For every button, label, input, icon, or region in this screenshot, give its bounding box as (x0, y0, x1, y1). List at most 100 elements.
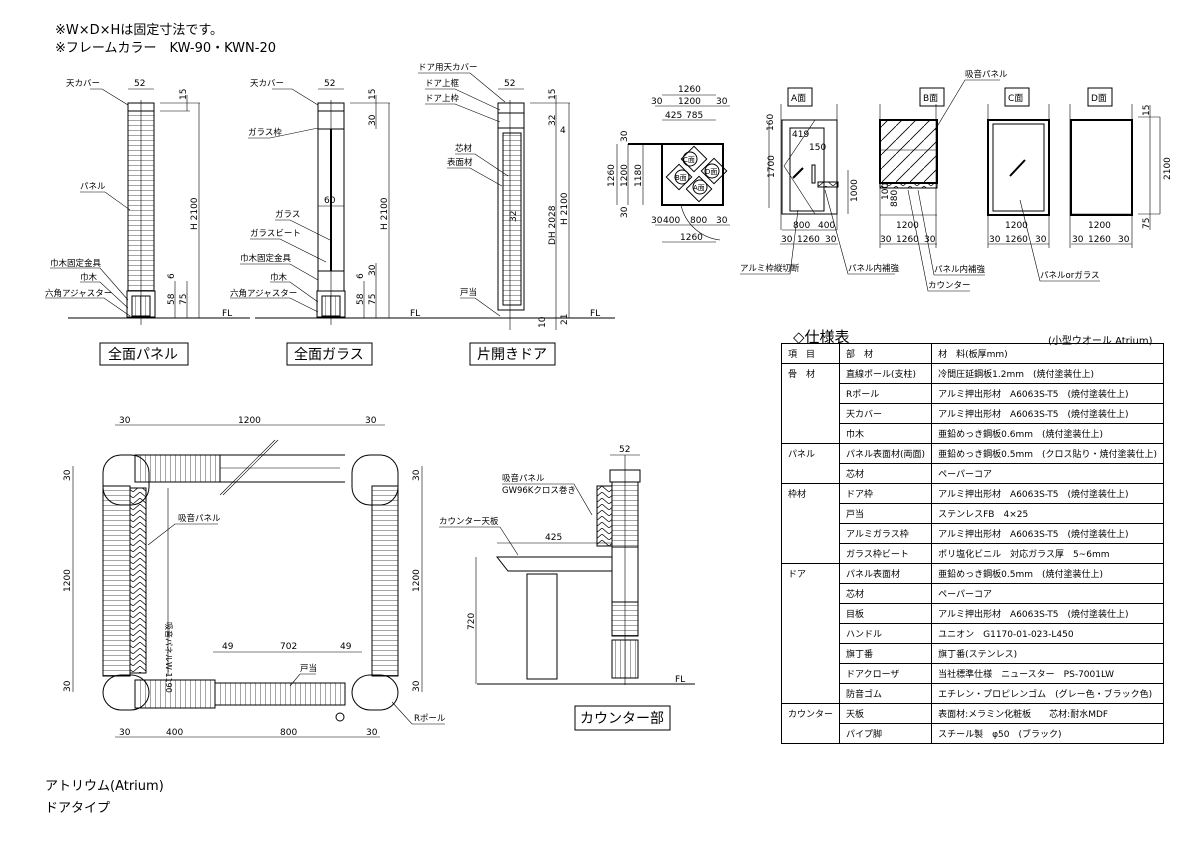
dim-880: 880 (890, 190, 900, 207)
spec-cell-part: 旗丁番 (839, 643, 933, 664)
dim-left-1200: 1200 (63, 569, 73, 592)
spec-cell-material: アルミ押出形材 A6063S-T5 (焼付塗装仕上) (931, 603, 1164, 624)
spec-row: 芯材ペーパーコア (780, 583, 1164, 604)
spec-cell-category (780, 723, 841, 744)
fl-label: FL (590, 309, 600, 319)
dim-1000: 1000 (850, 179, 860, 202)
dim-720: 720 (467, 613, 477, 630)
spec-cell-material: アルミ押出形材 A6063S-T5 (焼付塗装仕上) (931, 383, 1164, 404)
dim-58: 58 (356, 293, 366, 305)
dim-depth-30-top: 30 (620, 130, 630, 142)
spec-cell-category: ドア (780, 563, 841, 584)
dim-total-width: 1260 (678, 85, 701, 95)
spec-cell-part: ハンドル (839, 623, 933, 644)
dim-top-30-left: 30 (119, 416, 131, 426)
spec-cell-part: 目板 (839, 603, 933, 624)
dim-58: 58 (167, 293, 177, 305)
spec-cell-category (780, 463, 841, 484)
label-door-stop: 戸当 (460, 287, 477, 298)
label-baseboard: 巾木 (80, 272, 98, 283)
spec-cell-material: 亜鉛めっき鋼板0.6mm (焼付塗装仕上) (931, 423, 1164, 444)
section-title-hinged-door: 片開きドア (477, 347, 547, 363)
dim-30-right: 30 (1035, 235, 1047, 245)
spec-cell-material: 冷間圧延鋼板1.2mm (焼付塗装仕上) (931, 363, 1164, 384)
dim-30-top: 30 (368, 114, 378, 126)
spec-cell-material: 亜鉛めっき鋼板0.5mm (クロス貼り・焼付塗装仕上) (931, 443, 1164, 464)
spec-cell-category (780, 383, 841, 404)
spec-row: パイプ脚スチール製 φ50 (ブラック) (780, 723, 1164, 744)
spec-cell-category (780, 663, 841, 684)
spec-cell-material: ポリ塩化ビニル 対応ガラス厚 5~6mm (931, 543, 1164, 564)
dim-1260: 1260 (1088, 235, 1111, 245)
label-panel: パネル (80, 182, 106, 192)
label-top-cover: 天カバー (66, 79, 100, 89)
spec-cell-category: 骨 材 (780, 363, 841, 384)
label-glass-frame: ガラス枠 (248, 127, 282, 138)
spec-cell-material: 亜鉛めっき鋼板0.5mm (焼付塗装仕上) (931, 563, 1164, 584)
spec-cell-part: パイプ脚 (839, 723, 933, 744)
callout-panel-or-glass: パネルorガラス (1040, 270, 1100, 281)
spec-cell-category (780, 643, 841, 664)
dim-1200: 1200 (896, 221, 919, 231)
dim-depth-1260: 1260 (607, 164, 617, 187)
dim-30-right: 30 (924, 235, 936, 245)
spec-cell-category (780, 583, 841, 604)
dim-bottom-30-right: 30 (716, 216, 728, 226)
section-full-glass: 52 60 15 30 H 2100 6 30 58 75 FL 天カバー ガラ… (230, 79, 435, 366)
spec-cell-part: パネル表面材 (839, 563, 933, 584)
dim-15: 15 (368, 89, 378, 100)
spec-cell-category (780, 503, 841, 524)
dim-1260: 1260 (1005, 235, 1028, 245)
fl-label: FL (675, 675, 685, 685)
dim-800: 800 (793, 221, 810, 231)
dim-30-left: 30 (781, 235, 793, 245)
spec-cell-category (780, 623, 841, 644)
dim-depth-30-bottom: 30 (620, 206, 630, 218)
spec-cell-category (780, 603, 841, 624)
dim-left-30-bottom: 30 (63, 680, 73, 692)
counter-section: 52 425 720 FL 吸音パネル GW96Kクロス巻き カウンター天板 カ… (439, 445, 695, 731)
spec-row: 骨 材直線ポール(支柱)冷間圧延鋼板1.2mm (焼付塗装仕上) (780, 363, 1164, 384)
spec-header-row: 項 目 部 材 材 料(板厚mm) (780, 343, 1164, 364)
dim-right-30-bottom: 30 (412, 680, 422, 692)
dim-height: H 2100 (190, 197, 200, 230)
dim-15: 15 (548, 89, 558, 100)
callout-alu-frame-section: アルミ枠縦切断 (740, 263, 800, 274)
dim-bottom-1260: 1260 (680, 233, 703, 243)
dim-425: 425 (545, 533, 562, 543)
elevation-callouts: 吸音パネル アルミ枠縦切断 パネル内補強 カウンター パネル内補強 パネルorガ… (740, 69, 1100, 292)
dim-left-30-top: 30 (63, 469, 73, 481)
dim-1200: 1200 (678, 97, 701, 107)
dim-height: H 2100 (380, 197, 390, 230)
label-bracket: 巾木固定金具 (50, 258, 102, 269)
dim-49-right: 49 (340, 642, 352, 652)
spec-cell-category: 枠材 (780, 483, 841, 504)
dim-right-30-top: 30 (412, 469, 422, 481)
spec-row: アルミガラス枠アルミ押出形材 A6063S-T5 (焼付塗装仕上) (780, 523, 1164, 544)
spec-cell-material: 旗丁番(ステンレス) (931, 643, 1164, 664)
spec-cell-material: ユニオン G1170-01-023-L450 (931, 623, 1164, 644)
spec-cell-material: アルミ押出形材 A6063S-T5 (焼付塗装仕上) (931, 523, 1164, 544)
header-category: 項 目 (780, 343, 841, 364)
label-door-stop: 戸当 (300, 663, 317, 674)
section-hinged-door: 52 32 15 32 4 DH 2028 H 2100 21 10 FL ドア… (418, 63, 615, 366)
dim-160: 160 (766, 114, 776, 131)
spec-row: 旗丁番旗丁番(ステンレス) (780, 643, 1164, 664)
label-sound-panel-note: GW96Kクロス巻き (502, 485, 576, 496)
label-top-cover: 天カバー (250, 79, 284, 89)
dim-30-left: 30 (1072, 235, 1084, 245)
spec-cell-material: 表面材:メラミン化粧板 芯材:耐水MDF (931, 703, 1164, 724)
dim-door-height: DH 2028 (548, 205, 558, 245)
spec-cell-part: ガラス枠ビート (839, 543, 933, 564)
note-fixed-dimensions: ※W×D×Hは固定寸法です。 (55, 23, 223, 38)
spec-row: 天カバーアルミ押出形材 A6063S-T5 (焼付塗装仕上) (780, 403, 1164, 424)
spec-cell-part: 戸当 (839, 503, 933, 524)
spec-cell-category (780, 543, 841, 564)
spec-cell-part: Rポール (839, 383, 933, 404)
dim-30-left: 30 (880, 235, 892, 245)
spec-row: 防音ゴムエチレン・プロピレンゴム (グレー色・ブラック色) (780, 683, 1164, 704)
spec-cell-part: 芯材 (839, 463, 933, 484)
header-material: 材 料(板厚mm) (931, 343, 1164, 364)
spec-row: ハンドルユニオン G1170-01-023-L450 (780, 623, 1164, 644)
